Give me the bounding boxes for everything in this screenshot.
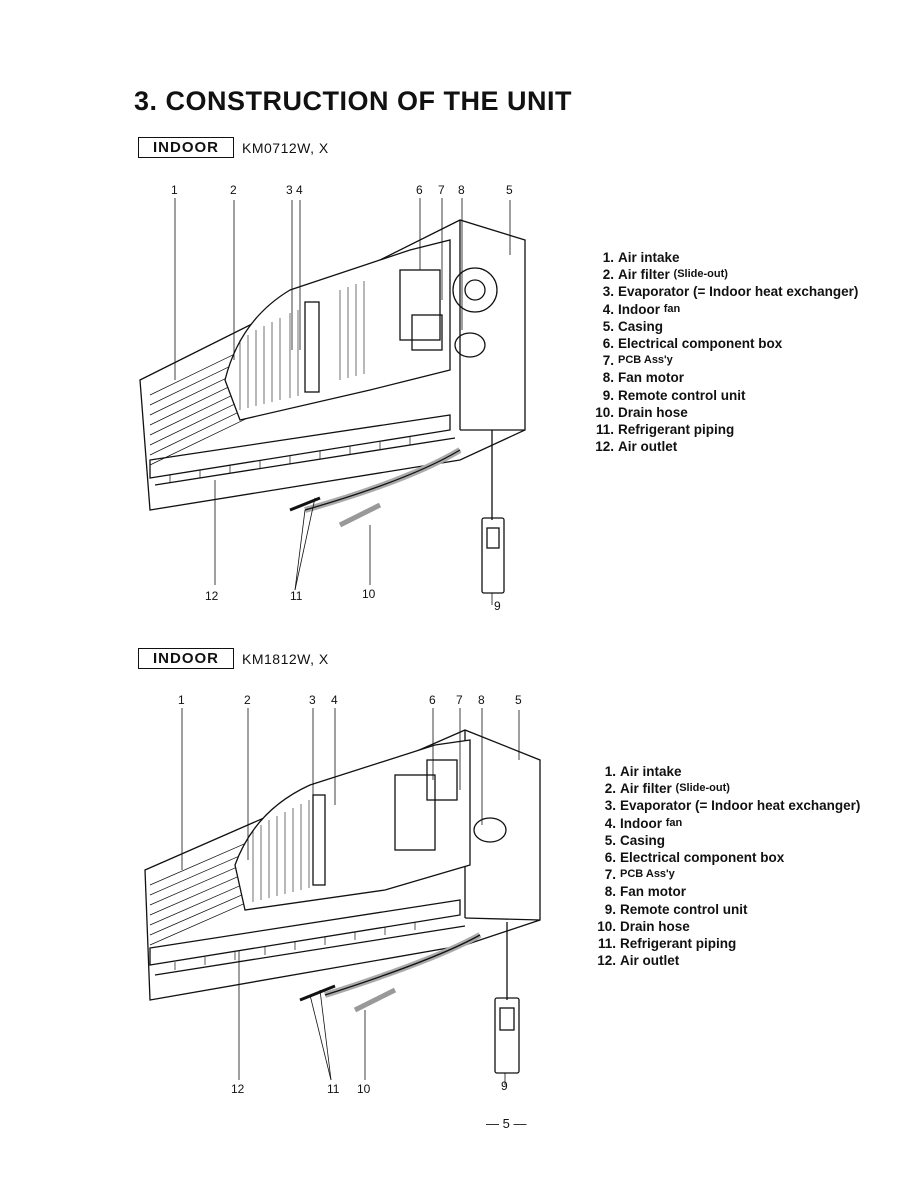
legend-item: 10.Drain hose	[597, 918, 690, 934]
legend-item: 2.Air filter (Slide-out)	[604, 781, 730, 797]
callout-10: 10	[357, 1082, 371, 1096]
callout-7: 7	[438, 183, 445, 197]
indoor-label-box: INDOOR	[138, 137, 234, 158]
legend-item: 3.Evaporator (= Indoor heat exchanger)	[602, 284, 859, 300]
callout-11: 11	[290, 589, 303, 603]
callout-10: 10	[362, 587, 376, 601]
legend-item: 7.PCB Ass'y	[602, 353, 673, 369]
legend-item: 5.Casing	[602, 318, 664, 334]
legend-item: 12.Air outlet	[597, 953, 680, 969]
legend-item: 3.Evaporator (= Indoor heat exchanger)	[604, 798, 861, 814]
legend-item: 4.Indoor fan	[602, 301, 681, 317]
legend-item: 11.Refrigerant piping	[595, 422, 735, 438]
page-title: 3. CONSTRUCTION OF THE UNIT	[134, 86, 572, 116]
model-number: KM1812W, X	[242, 650, 329, 667]
indoor-unit-diagram-1: 1 2 3 4 6 7 8 5 12 11 10 9	[139, 183, 526, 610]
page-number: — 5 —	[486, 1116, 527, 1131]
section-header-1: INDOOR KM0712W, X	[138, 137, 329, 158]
callout-2: 2	[230, 183, 237, 197]
legend-item: 6.Electrical component box	[602, 336, 783, 352]
legend-item: 5.Casing	[604, 832, 666, 848]
legend-item: 9.Remote control unit	[602, 387, 746, 403]
callout-1: 1	[178, 693, 185, 707]
legend-item: 1.Air intake	[602, 250, 680, 265]
callout-1: 1	[171, 183, 178, 197]
callout-8: 8	[458, 183, 465, 197]
callout-12: 12	[205, 589, 219, 603]
callout-9: 9	[494, 599, 501, 610]
legend-item: 7.PCB Ass'y	[604, 867, 675, 883]
legend-item: 11.Refrigerant piping	[597, 936, 737, 952]
callout-2: 2	[244, 693, 251, 707]
parts-legend-1: 1.Air intake 2.Air filter (Slide-out) 3.…	[586, 249, 858, 455]
callout-3: 3	[309, 693, 316, 707]
callout-12: 12	[231, 1082, 245, 1096]
legend-item: 9.Remote control unit	[604, 901, 748, 917]
callout-5: 5	[515, 693, 522, 707]
legend-item: 2.Air filter (Slide-out)	[602, 267, 728, 283]
callout-6: 6	[416, 183, 423, 197]
legend-item: 1.Air intake	[604, 764, 682, 779]
callout-4: 4	[331, 693, 338, 707]
legend-item: 12.Air outlet	[595, 439, 678, 455]
legend-item: 10.Drain hose	[595, 404, 688, 420]
callout-3-4: 3 4	[286, 183, 303, 197]
legend-item: 4.Indoor fan	[604, 815, 683, 831]
callout-9: 9	[501, 1079, 508, 1093]
callout-6: 6	[429, 693, 436, 707]
model-number: KM0712W, X	[242, 139, 329, 156]
parts-legend-2: 1.Air intake 2.Air filter (Slide-out) 3.…	[588, 763, 860, 969]
callout-11: 11	[327, 1082, 340, 1096]
callout-5: 5	[506, 183, 513, 197]
legend-item: 8.Fan motor	[602, 370, 684, 386]
callout-8: 8	[478, 693, 485, 707]
legend-item: 6.Electrical component box	[604, 850, 785, 866]
indoor-label-box: INDOOR	[138, 648, 234, 669]
legend-item: 8.Fan motor	[604, 884, 686, 900]
callout-7: 7	[456, 693, 463, 707]
indoor-unit-diagram-2: 1 2 3 4 6 7 8 5 12 11 10 9	[144, 693, 541, 1096]
section-header-2: INDOOR KM1812W, X	[138, 648, 329, 669]
